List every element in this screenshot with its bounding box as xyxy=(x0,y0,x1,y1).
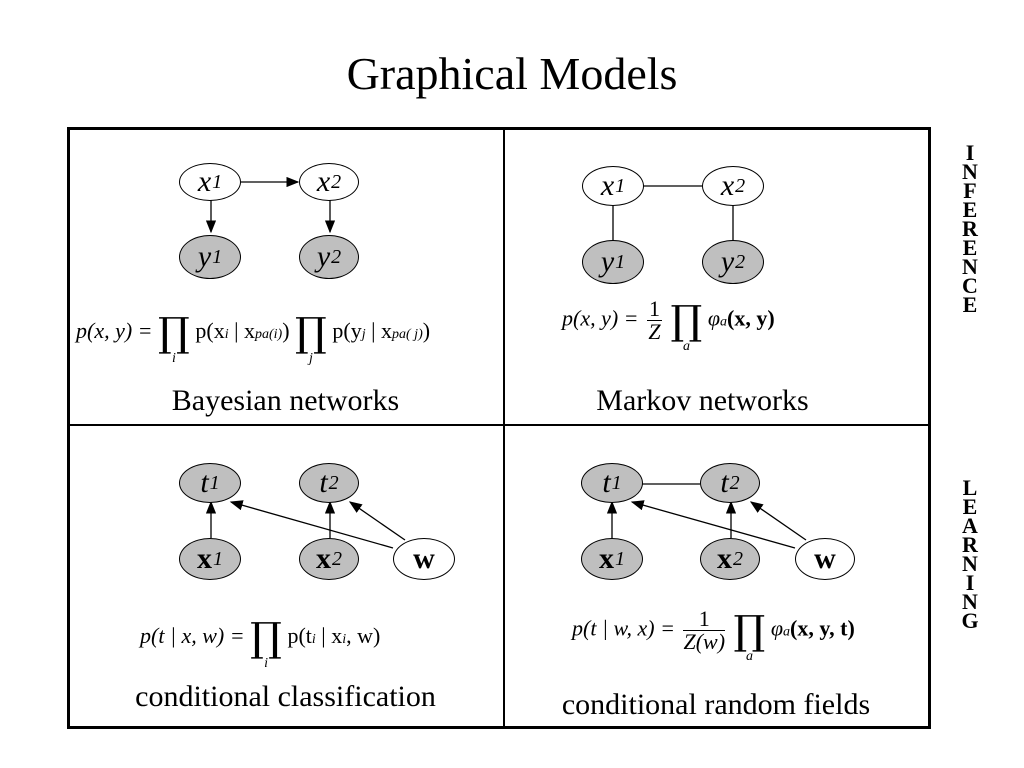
caption-classification: conditional classification xyxy=(135,680,436,713)
models-grid xyxy=(67,127,931,729)
node-x1-sub: 1 xyxy=(212,171,223,193)
grid-divider-vertical xyxy=(503,127,505,729)
node-cx2-sub: 2 xyxy=(332,548,342,570)
node-rx2-sub: 2 xyxy=(733,548,743,570)
side-label-learning: L E A R N I N G xyxy=(961,475,979,633)
bayes-lhs: p(x, y) = xyxy=(76,318,153,343)
node-my2-sub: 2 xyxy=(735,251,746,273)
bayes-term1-mid: | x xyxy=(228,318,255,343)
markov-num: 1 xyxy=(647,296,663,321)
bayes-term1-pa: pa(i) xyxy=(255,327,283,342)
caption-crf: conditional random fields xyxy=(561,688,871,721)
class-term-sub2: i xyxy=(342,632,347,647)
crf-phi-sub: a xyxy=(783,624,791,640)
node-rt2-sub: 2 xyxy=(729,472,740,494)
node-ct1-base: t xyxy=(200,466,209,499)
bayes-term2-mid: | x xyxy=(365,318,393,343)
node-rw-base: w xyxy=(814,542,836,575)
node-y1-base: y xyxy=(197,240,212,273)
node-cw-base: w xyxy=(413,542,435,575)
crf-args: (x, y, t) xyxy=(790,615,855,641)
markov-phi: φ xyxy=(707,305,721,331)
class-lhs: p(t | x, w) = xyxy=(140,623,245,648)
node-y2-base: y xyxy=(316,240,331,273)
bayes-idx2: j xyxy=(309,351,313,366)
node-mx2-base: x xyxy=(720,169,735,202)
side-label-inference: I N F E R E N C E xyxy=(962,140,978,317)
slide-title: Graphical Models xyxy=(346,48,678,99)
node-rx2-base: x xyxy=(717,542,732,575)
bayes-term1-sub: i xyxy=(224,327,229,342)
classification-formula: p(t | x, w) = ∏i p(ti | xi, w) xyxy=(140,615,381,671)
crf-den: Z(w) xyxy=(683,629,726,654)
markov-den: Z xyxy=(648,319,661,344)
node-cw: w xyxy=(393,538,455,580)
markov-phi-sub: a xyxy=(720,314,728,330)
node-my1-base: y xyxy=(600,245,615,278)
crf-phi: φ xyxy=(770,615,784,641)
bayes-term2-sub: j xyxy=(361,327,366,342)
node-ct2-sub: 2 xyxy=(328,472,339,494)
node-rx1-base: x xyxy=(599,542,614,575)
node-y2-sub: 2 xyxy=(331,246,342,268)
node-rt1-base: t xyxy=(602,466,611,499)
node-ct1-sub: 1 xyxy=(209,472,220,494)
node-mx1-sub: 1 xyxy=(615,175,626,197)
markov-args: (x, y) xyxy=(727,305,775,331)
node-x2-sub: 2 xyxy=(331,171,342,193)
class-term-end: , w) xyxy=(346,623,381,648)
crf-idx: a xyxy=(745,648,753,664)
class-term-mid: | x xyxy=(315,623,343,648)
node-rt2-base: t xyxy=(720,466,729,499)
caption-bayesian: Bayesian networks xyxy=(171,384,400,417)
markov-idx: a xyxy=(682,338,690,354)
node-mx1-base: x xyxy=(600,169,615,202)
grid-divider-horizontal xyxy=(67,424,931,426)
class-term: p(t xyxy=(287,623,312,648)
node-cx1-base: x xyxy=(197,542,212,575)
bayes-term2-pa: pa( j) xyxy=(392,327,423,342)
node-my2-base: y xyxy=(720,245,735,278)
node-rw: w xyxy=(795,538,855,580)
node-rx1-sub: 1 xyxy=(615,548,625,570)
node-cx2-base: x xyxy=(316,542,331,575)
bayes-term1: p(x xyxy=(195,318,225,343)
bayes-term2: p(y xyxy=(332,318,362,343)
node-x2-base: x xyxy=(316,165,331,198)
bayesian-formula: p(x, y) = ∏i p(xi | xpa(i)) ∏j p(yj | xp… xyxy=(76,310,431,366)
class-term-sub: i xyxy=(311,632,316,647)
bayes-idx1: i xyxy=(172,351,176,366)
markov-lhs: p(x, y) = xyxy=(562,305,639,331)
node-cx1-sub: 1 xyxy=(213,548,223,570)
crf-lhs: p(t | w, x) = xyxy=(572,615,675,641)
node-mx2-sub: 2 xyxy=(735,175,746,197)
node-x1-base: x xyxy=(197,165,212,198)
node-my1-sub: 1 xyxy=(615,251,626,273)
node-y1-sub: 1 xyxy=(212,246,223,268)
node-rt1-sub: 1 xyxy=(611,472,622,494)
node-ct2-base: t xyxy=(319,466,328,499)
caption-markov: Markov networks xyxy=(596,384,809,417)
crf-num: 1 xyxy=(683,608,726,631)
class-idx: i xyxy=(264,656,268,671)
